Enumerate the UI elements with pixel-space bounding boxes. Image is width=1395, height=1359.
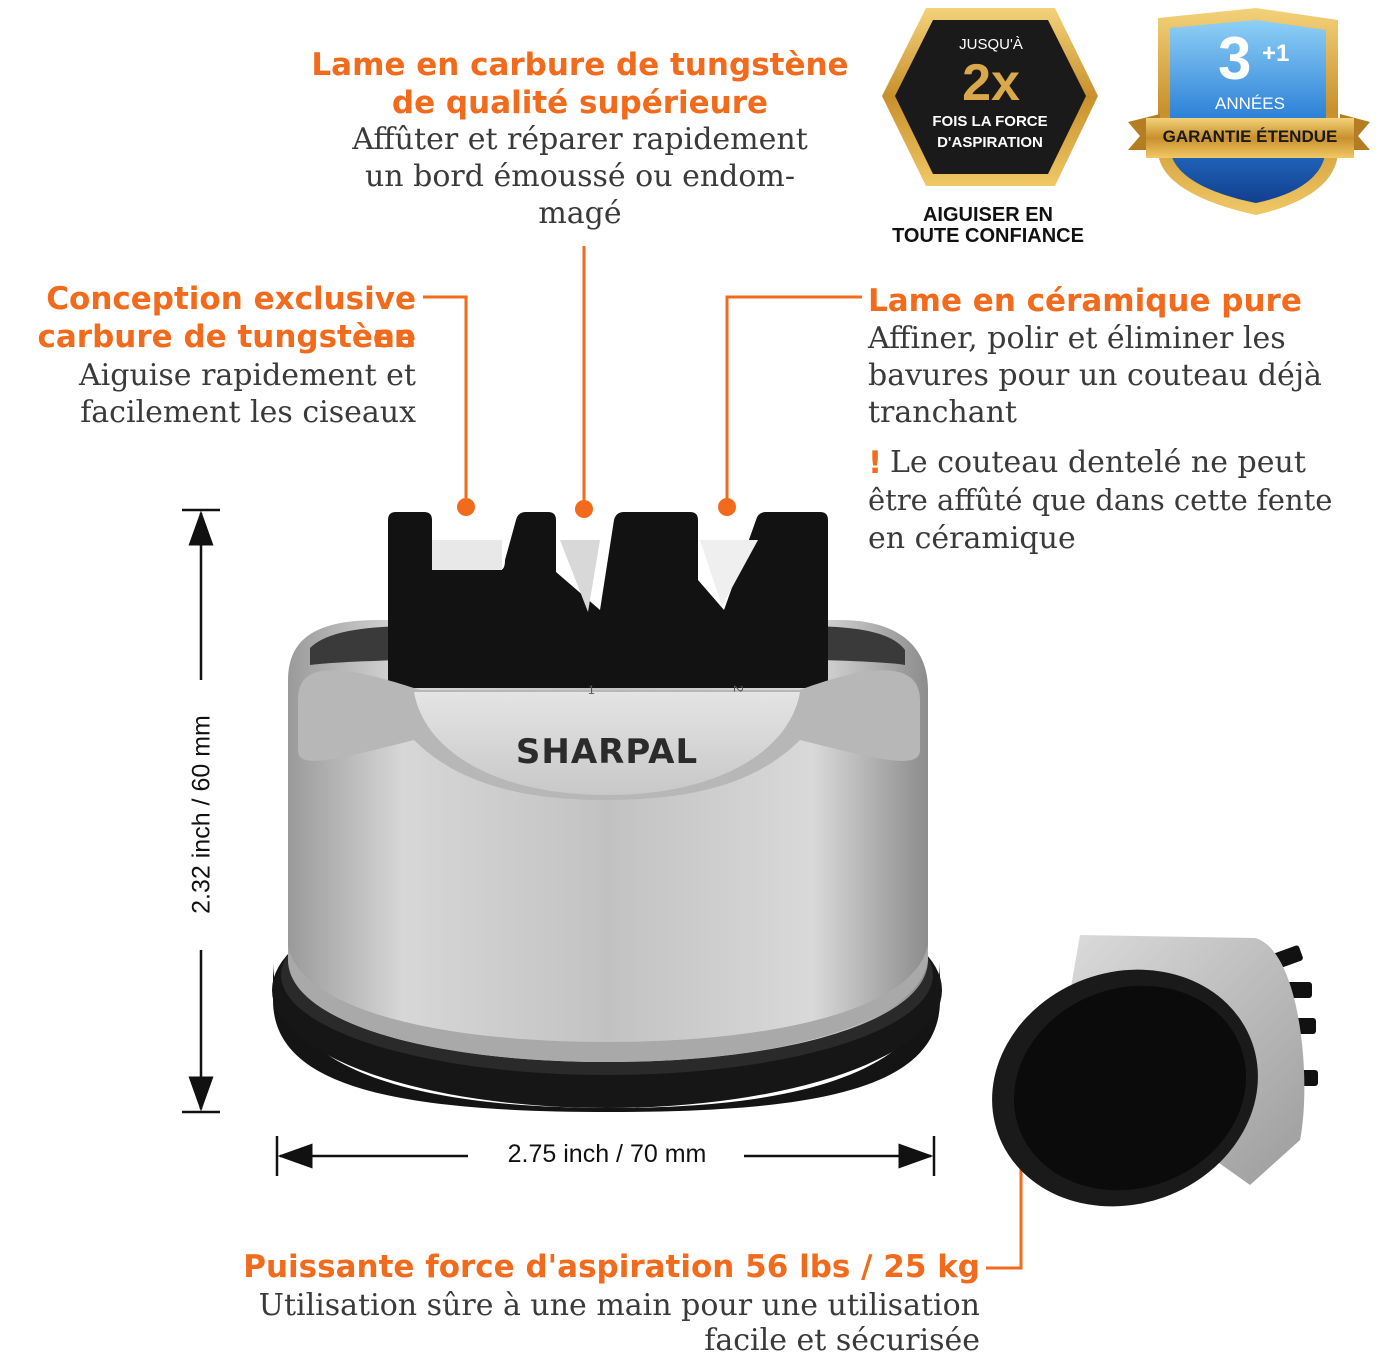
height-dimension-label: 2.32 inch / 60 mm [187,715,216,914]
height-dimension [182,508,220,1114]
width-dimension [275,1136,936,1176]
right-callout-warning-1: Le couteau dentelé ne peut [890,445,1306,480]
left-callout-body-2: facilement les ciseaux [80,395,416,430]
warranty-badge-sup: +1 [1262,40,1290,67]
bottom-callout-heading: Puissante force d'aspiration 56 lbs / 25… [243,1249,980,1285]
bottom-callout-body-2: facile et sécurisée [704,1323,980,1358]
right-callout-heading: Lame en céramique pure [868,283,1302,319]
right-callout-warning-2: être affûté que dans cette fente [868,483,1333,517]
slot-label-2: 2 [731,685,746,692]
suction-badge [882,8,1098,186]
slot-label-1: 1 [588,683,595,697]
suction-cup-view [992,935,1318,1207]
warranty-badge [1128,8,1370,215]
leader-line-right [725,295,862,498]
brand-logo: SHARPAL [515,732,699,772]
suction-badge-caption-1: AIGUISER EN [922,204,1054,226]
right-callout-warning-mark: ! [868,445,883,481]
warranty-badge-years: ANNÉES [1215,94,1285,113]
right-callout-body-1: Affiner, polir et éliminer les [868,321,1286,356]
warranty-badge-ribbon: GARANTIE ÉTENDUE [1162,127,1338,146]
top-callout-heading-2: de qualité supérieure [391,85,769,121]
top-callout-body-3: magé [538,196,622,231]
warranty-badge-big: 3 [1218,25,1252,92]
left-callout-body-1: Aiguise rapidement et [79,358,416,393]
left-callout-heading-1: Conception exclusive en [46,281,416,355]
left-callout-heading-2: carbure de tungstène [37,319,417,355]
right-callout-warning-3: en céramique [868,521,1076,556]
sharpener-product [272,512,942,1112]
suction-badge-top: JUSQU'À [959,36,1023,53]
suction-badge-big: 2x [962,54,1020,112]
top-callout-heading-1: Lame en carbure de tungstène [311,47,849,83]
bottom-callout-body-1: Utilisation sûre à une main pour une uti… [258,1288,980,1323]
leader-dot-top [575,500,593,518]
right-callout-body-3: tranchant [868,395,1017,430]
leader-dot-left [457,498,475,516]
leader-dot-right [718,498,736,516]
suction-badge-line1: FOIS LA FORCE [932,113,1048,130]
width-dimension-label: 2.75 inch / 70 mm [507,1140,707,1168]
suction-badge-caption-2: TOUTE CONFIANCE [892,225,1084,247]
suction-badge-line2: D'ASPIRATION [937,134,1043,151]
top-callout-body-2: un bord émoussé ou endom- [364,159,796,194]
top-callout-body-1: Affûter et réparer rapidement [352,122,808,157]
leader-line-left [423,295,468,498]
right-callout-body-2: bavures pour un couteau déjà [868,358,1322,393]
